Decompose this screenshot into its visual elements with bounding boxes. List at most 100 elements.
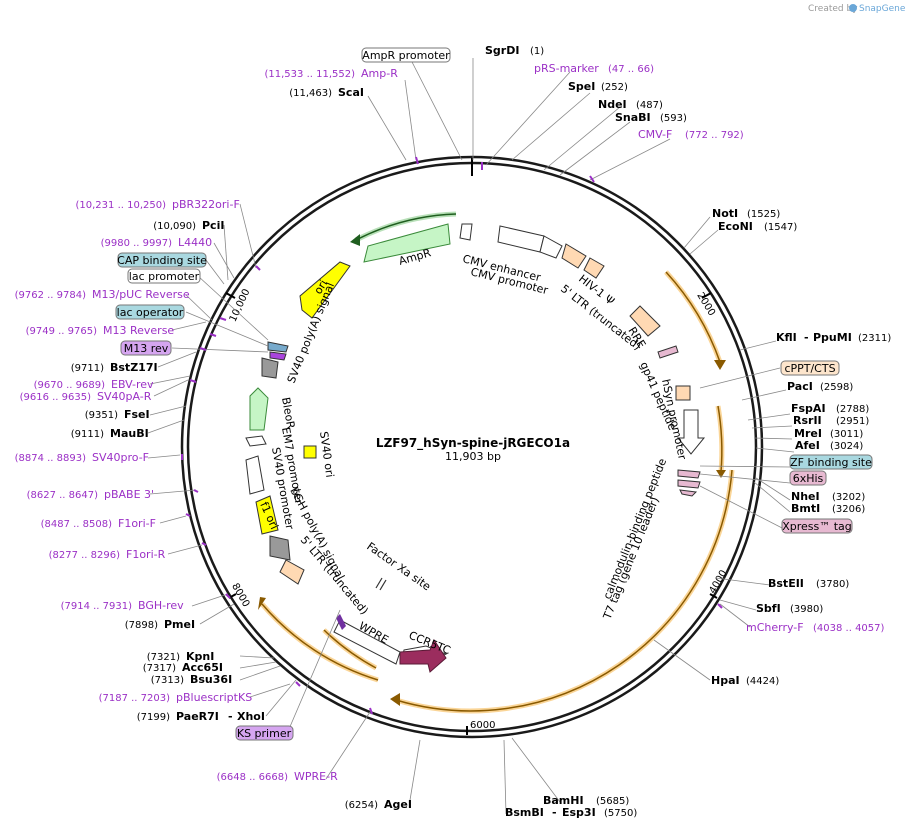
primer-f1orif-name: F1ori-F	[118, 517, 156, 530]
tick-label-6000: 6000	[470, 720, 495, 731]
site-ppumi-name: PpuMI	[813, 331, 852, 344]
ks-primer-mark	[336, 614, 346, 630]
site-bsteii-name: BstEII	[768, 577, 804, 590]
hiv-psi-feature	[583, 257, 605, 279]
ampr-orf-arc-line	[355, 213, 457, 241]
primer-f1orif-pos: (8487 .. 8508)	[41, 519, 113, 530]
box-cap-binding-text: CAP binding site	[117, 254, 207, 267]
site-kpni-pos: (7321)	[147, 652, 180, 663]
primer-mcherry-name: mCherry-F	[746, 621, 804, 634]
primer-m13rev-pos: (9749 .. 9765)	[26, 326, 98, 337]
box-zf-binding	[789, 454, 873, 470]
bgh-feature	[269, 535, 291, 561]
primer-wpre-pos: (6648 .. 6668)	[217, 772, 289, 783]
primer-cmvf-name: CMV-F	[638, 128, 672, 141]
site-bsmbi-name: BsmBI	[505, 806, 544, 819]
tick-label-10000: 10,000	[228, 287, 253, 323]
box-ks-primer	[235, 725, 294, 741]
site-bsu36i-pos: (7313)	[151, 675, 184, 686]
primer-ebv-pos: (9670 .. 9689)	[34, 380, 106, 391]
box-lac-promoter-text: lac promoter	[129, 270, 200, 283]
site-bsteii-pos: (3780)	[816, 579, 849, 590]
bleor-feature	[249, 387, 269, 431]
site-agei-pos: (6254)	[345, 800, 378, 811]
primer-bgh-pos: (7914 .. 7931)	[61, 601, 133, 612]
factor-xa-mark-1	[375, 577, 383, 589]
ltr5-feature-top	[561, 243, 587, 269]
zf-binding-feature	[677, 469, 701, 479]
site-ndei-pos: (487)	[636, 100, 663, 111]
site-fsei-pos: (9351)	[85, 410, 118, 421]
primer-ampr-pos: (11,533 .. 11,552)	[265, 69, 356, 80]
primer-wpre-name: WPRE-R	[294, 770, 338, 783]
site-sbfi-name: SbfI	[756, 602, 781, 615]
box-6xhis	[789, 470, 827, 486]
site-kpni-name: KpnI	[186, 650, 214, 663]
watermark-text: Created by	[808, 4, 858, 14]
primer-mcherry-pos: (4038 .. 4057)	[813, 623, 885, 634]
label-cbp: calmodulin-binding peptide	[601, 456, 670, 601]
site-fspai-pos: (2788)	[836, 404, 869, 415]
tick-label-4000: 4000	[707, 568, 729, 596]
orf-arcs	[258, 211, 735, 714]
primer-prs-pos: (47 .. 66)	[608, 64, 654, 75]
orf-arc-3	[395, 469, 735, 714]
primer-m13puc-name: M13/pUC Reverse	[92, 288, 190, 301]
box-zf-binding-text: ZF binding site	[790, 456, 872, 469]
primer-ampr-name: Amp-R	[361, 67, 398, 80]
orf-arc-5-line	[323, 629, 377, 669]
site-pmei-pos: (7898)	[125, 620, 158, 631]
site-bstz17i-pos: (9711)	[71, 363, 104, 374]
site-paci-pos: (2598)	[820, 382, 853, 393]
label-ori: ori	[312, 278, 331, 297]
lac-operator-feature	[267, 341, 289, 353]
primer-m13puc-pos: (9762 .. 9784)	[15, 290, 87, 301]
site-agei-name: AgeI	[384, 798, 412, 811]
primer-cmvf-pos: (772 .. 792)	[685, 130, 744, 141]
primers: (11,533 .. 11,552) Amp-R pRS-marker (47 …	[15, 62, 885, 783]
site-snabi-pos: (593)	[660, 113, 687, 124]
primer-sv40pa-name: SV40pA-R	[97, 390, 152, 403]
site-maubi-name: MauBI	[110, 427, 149, 440]
site-hpai-name: HpaI	[711, 674, 740, 687]
site-bmti-pos: (3206)	[832, 504, 865, 515]
primer-marks	[181, 156, 723, 715]
site-ppumi-pos: (2311)	[858, 333, 891, 344]
m13-rev-feature	[269, 351, 287, 361]
primer-f1orir-pos: (8277 .. 8296)	[49, 550, 121, 561]
primer-bgh-name: BGH-rev	[138, 599, 184, 612]
site-separator-2: -	[552, 806, 557, 819]
primer-pbr322-pos: (10,231 .. 10,250)	[76, 200, 167, 211]
callout-lines	[147, 57, 795, 815]
ccr5tc-feature	[399, 638, 447, 673]
label-t7tag: T7 tag (gene 10 leader)	[600, 495, 661, 622]
restriction-sites-right: SgrDI (1) SpeI (252) NdeI (487) SnaBI (5…	[485, 44, 891, 819]
tick-10000	[225, 292, 236, 299]
site-pmei-name: PmeI	[164, 618, 195, 631]
box-ampr-promoter-text: AmpR promoter	[362, 49, 450, 62]
site-econi-pos: (1547)	[764, 222, 797, 233]
site-fsei-name: FseI	[124, 408, 150, 421]
site-nhei-pos: (3202)	[832, 492, 865, 503]
sv40-ori-feature	[303, 445, 317, 459]
box-xpress-text: Xpress™ tag	[782, 520, 852, 533]
label-sv40ori: SV40 ori	[317, 431, 336, 479]
site-pcii-pos: (10,090)	[153, 221, 196, 232]
watermark-brand: SnapGene	[859, 4, 906, 14]
site-acc65i-pos: (7317)	[143, 663, 176, 674]
tick-4000	[709, 593, 718, 599]
primer-l4440-pos: (9980 .. 9997)	[101, 238, 173, 249]
f1-ori-feature	[255, 495, 279, 535]
primer-pbr322-name: pBR322ori-F	[172, 198, 240, 211]
primer-prs-name: pRS-marker	[534, 62, 599, 75]
sv40-promoter-feature	[245, 455, 265, 495]
cppt-feature	[675, 385, 691, 401]
cmv-promoter-feature	[539, 235, 563, 259]
orf-arc-3-line	[395, 469, 733, 712]
primer-sv40pro-name: SV40pro-F	[92, 451, 149, 464]
primer-pbabe-name: pBABE 3'	[104, 488, 154, 501]
primer-sv40pa-pos: (9616 .. 9635)	[20, 392, 92, 403]
site-rsrii-pos: (2951)	[836, 416, 869, 427]
site-paci-name: PacI	[787, 380, 813, 393]
